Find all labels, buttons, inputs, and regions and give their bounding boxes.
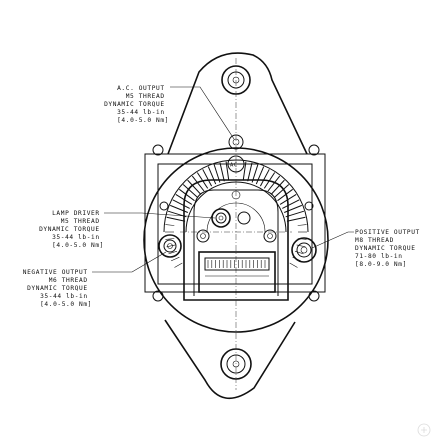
cooling-fin [191,175,205,192]
cooling-fin [165,224,175,226]
bolt-hole-bottom-right [308,290,320,302]
cooling-fin [284,204,302,213]
bolt-hole-right [304,201,314,211]
cooling-fin [207,166,217,185]
lamp-driver-callout: LAMP DRIVER M5 THREAD DYNAMIC TORQUE 35-… [39,210,104,249]
cooling-fin [187,179,201,195]
vent-hole [231,190,241,200]
positive-output-callout: POSITIVE OUTPUT M8 THREAD DYNAMIC TORQUE… [355,229,424,268]
regulator-screw-left [196,229,210,243]
cooling-fin [174,262,183,268]
cooling-fin [225,161,230,181]
cooling-fin [168,250,178,255]
cooling-fin [296,244,306,248]
cooling-fin [247,162,253,182]
lamp-aux-hole [237,211,251,225]
cooling-fin [289,262,298,268]
cooling-fin [274,184,290,198]
ac-terminal-mark: AC [230,163,238,169]
cooling-fin [219,162,225,182]
cooling-fin [172,199,190,209]
ac-output-callout: A.C. OUTPUT M5 THREAD DYNAMIC TORQUE 35-… [104,85,169,124]
regulator-screw-right [263,229,277,243]
bolt-hole-top-left [152,144,164,156]
connector-block [198,251,276,293]
ac-output-terminal: AC [227,134,245,200]
cooling-fin [267,175,281,192]
negative-output-callout: NEGATIVE OUTPUT M6 THREAD DYNAMIC TORQUE… [23,269,92,308]
center-lines [180,58,292,390]
cooling-fin [282,199,300,209]
negative-output-terminal [158,234,182,258]
bolt-hole-left [159,201,169,211]
negative-output-leader [92,251,167,273]
ac-output-leader [170,86,235,140]
leader-lines [92,86,354,273]
cooling-fin [166,216,186,222]
cooling-fin [277,188,294,202]
cooling-fin [182,184,198,198]
cooling-fin [202,169,213,187]
cooling-fin [259,169,270,187]
cooling-fin [242,161,247,181]
cooling-fin [179,188,195,202]
bolt-hole-top-right [308,144,320,156]
lamp-driver-leader [104,212,216,219]
cooling-fin [170,204,188,213]
watermark-logo [417,423,431,437]
cooling-fin [286,216,306,222]
cooling-fin [255,166,265,185]
housing-bolt-holes [152,144,320,302]
cooling-fin [166,244,176,248]
cooling-fin [294,250,304,255]
cooling-fin [165,238,175,240]
cooling-fin [170,256,180,262]
positive-output-leader [311,231,354,249]
positive-output-terminal [291,237,317,263]
cooling-fin [297,224,307,226]
bolt-hole-bottom-left [152,290,164,302]
cooling-fin [271,179,285,195]
lamp-driver-terminal [196,208,277,243]
connector-pins [207,260,266,268]
